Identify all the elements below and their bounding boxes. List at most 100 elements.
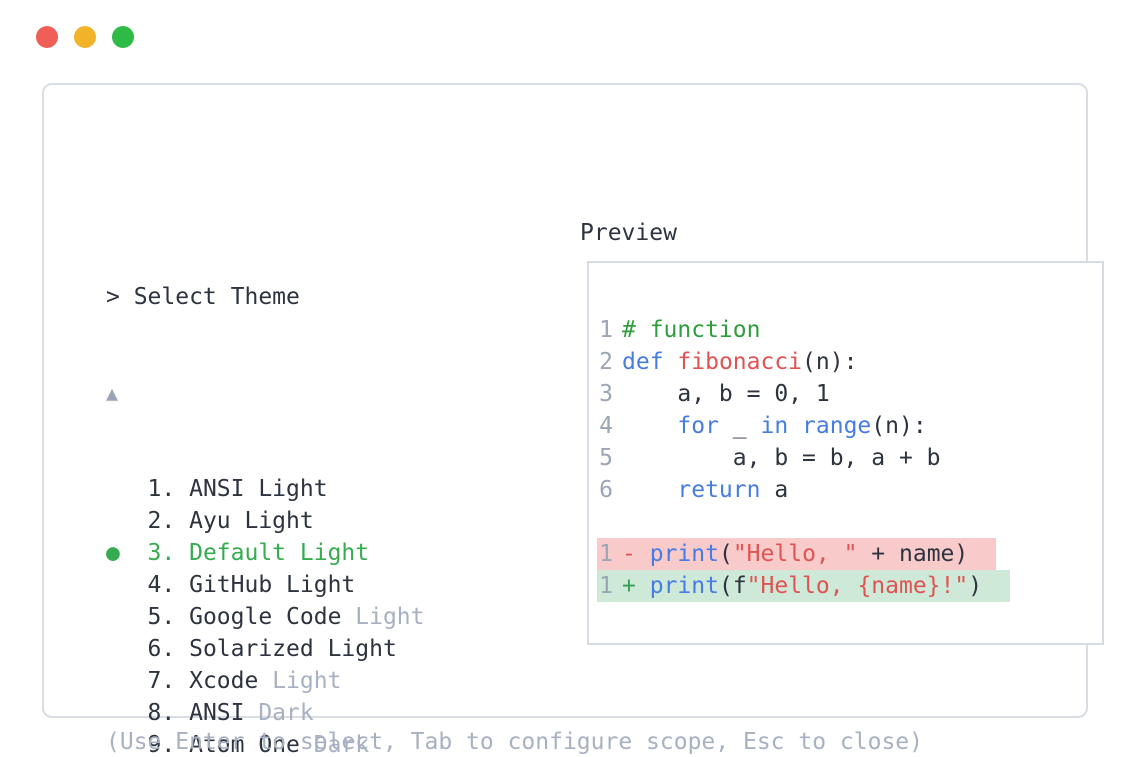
theme-list: 1. ANSI Light 2. Ayu Light● 3. Default L… bbox=[106, 473, 425, 757]
code-text: def fibonacci(n): bbox=[622, 346, 857, 378]
line-number: 6 bbox=[599, 477, 613, 503]
code-token: print bbox=[649, 573, 719, 599]
item-number: 6. bbox=[133, 636, 190, 662]
item-number: 2. bbox=[133, 508, 190, 534]
selected-dot-icon: ● bbox=[106, 540, 134, 566]
line-number: 4 bbox=[599, 413, 613, 439]
code-token: # function bbox=[622, 317, 761, 343]
code-token: _ bbox=[718, 413, 761, 439]
dot-spacer bbox=[106, 572, 134, 598]
minimize-button[interactable] bbox=[74, 26, 96, 48]
theme-list-item[interactable]: 9. Atom One Dark bbox=[106, 729, 425, 757]
theme-list-item[interactable]: 6. Solarized Light bbox=[106, 633, 425, 665]
code-line: 3 a, b = 0, 1 bbox=[597, 378, 830, 410]
code-line: 1 # function bbox=[597, 314, 760, 346]
code-token: in bbox=[760, 413, 789, 439]
code-text: a, b = b, a + b bbox=[622, 442, 941, 474]
code-token: "Hello, {name}!" bbox=[746, 573, 969, 599]
item-number: 1. bbox=[133, 476, 190, 502]
item-variant: Light bbox=[313, 636, 397, 662]
dot-spacer bbox=[106, 700, 134, 726]
theme-list-item[interactable]: 4. GitHub Light bbox=[106, 569, 425, 601]
code-token bbox=[622, 477, 677, 503]
dot-spacer bbox=[106, 604, 134, 630]
item-name: Default bbox=[189, 540, 287, 566]
code-token: ( bbox=[718, 541, 733, 567]
diff-line-removed: 1 - print("Hello, " + name) bbox=[597, 538, 997, 570]
item-name: GitHub bbox=[189, 572, 273, 598]
code-line: 5 a, b = b, a + b bbox=[597, 442, 941, 474]
code-token: + name) bbox=[857, 541, 969, 567]
item-variant: Light bbox=[286, 540, 370, 566]
item-name: ANSI bbox=[189, 700, 245, 726]
scroll-up-icon[interactable]: ▲ bbox=[106, 381, 119, 405]
code-token: return bbox=[677, 477, 761, 503]
dot-spacer bbox=[106, 636, 134, 662]
window-controls bbox=[36, 26, 134, 48]
item-name: Solarized bbox=[189, 636, 314, 662]
dot-spacer bbox=[106, 508, 134, 534]
code-token: (n): bbox=[802, 349, 858, 375]
code-token: print bbox=[649, 541, 719, 567]
item-variant: Light bbox=[230, 508, 314, 534]
preview-label: Preview bbox=[580, 220, 677, 246]
line-number: 1 bbox=[599, 573, 613, 599]
code-text: + print(f"Hello, {name}!") bbox=[622, 570, 982, 602]
code-token bbox=[664, 349, 678, 375]
code-token bbox=[636, 541, 650, 567]
select-theme-header: > Select Theme bbox=[106, 284, 300, 310]
code-token: (n): bbox=[871, 413, 927, 439]
item-variant: Light bbox=[272, 572, 356, 598]
code-text: for _ in range(n): bbox=[622, 410, 927, 442]
item-variant: Light bbox=[341, 604, 425, 630]
line-number: 1 bbox=[599, 541, 613, 567]
line-number: 3 bbox=[599, 381, 613, 407]
code-text: return a bbox=[622, 474, 788, 506]
item-variant: Dark bbox=[244, 700, 314, 726]
item-number: 5. bbox=[133, 604, 190, 630]
code-token: a, b = b, a + b bbox=[622, 445, 941, 471]
code-token: + bbox=[622, 573, 636, 599]
item-variant: Light bbox=[258, 668, 342, 694]
item-name: Xcode bbox=[189, 668, 259, 694]
code-token: - bbox=[622, 541, 636, 567]
code-token: def bbox=[622, 349, 664, 375]
item-number: 4. bbox=[133, 572, 190, 598]
theme-list-item[interactable]: ● 3. Default Light bbox=[106, 537, 425, 569]
line-number: 5 bbox=[599, 445, 613, 471]
code-token: fibonacci bbox=[677, 349, 803, 375]
code-token bbox=[636, 573, 650, 599]
theme-list-item[interactable]: 7. Xcode Light bbox=[106, 665, 425, 697]
close-button[interactable] bbox=[36, 26, 58, 48]
item-variant: Light bbox=[244, 476, 328, 502]
theme-list-item[interactable]: 1. ANSI Light bbox=[106, 473, 425, 505]
code-line: 2 def fibonacci(n): bbox=[597, 346, 857, 378]
item-name: Ayu bbox=[189, 508, 231, 534]
line-number bbox=[597, 506, 613, 538]
diff-line-added: 1 + print(f"Hello, {name}!") bbox=[597, 570, 1011, 602]
code-line: 6 return a bbox=[597, 474, 788, 506]
code-token bbox=[622, 413, 677, 439]
dot-spacer bbox=[106, 668, 134, 694]
code-token: ) bbox=[968, 573, 983, 599]
item-number: 7. bbox=[133, 668, 190, 694]
code-token bbox=[788, 413, 802, 439]
code-token: (f bbox=[718, 573, 747, 599]
item-number: 9. bbox=[133, 732, 190, 757]
line-number: 2 bbox=[599, 349, 613, 375]
theme-list-item[interactable]: 5. Google Code Light bbox=[106, 601, 425, 633]
item-number: 3. bbox=[133, 540, 190, 566]
line-number: 1 bbox=[599, 317, 613, 343]
item-name: ANSI bbox=[189, 476, 245, 502]
code-text: - print("Hello, " + name) bbox=[622, 538, 968, 570]
item-variant: Dark bbox=[299, 732, 370, 757]
code-text: # function bbox=[622, 314, 760, 346]
theme-list-item[interactable]: 2. Ayu Light bbox=[106, 505, 425, 537]
zoom-button[interactable] bbox=[112, 26, 134, 48]
code-text: a, b = 0, 1 bbox=[622, 378, 829, 410]
code-token: for bbox=[677, 413, 719, 439]
theme-list-item[interactable]: 8. ANSI Dark bbox=[106, 697, 425, 729]
item-name: Atom One bbox=[189, 732, 300, 757]
